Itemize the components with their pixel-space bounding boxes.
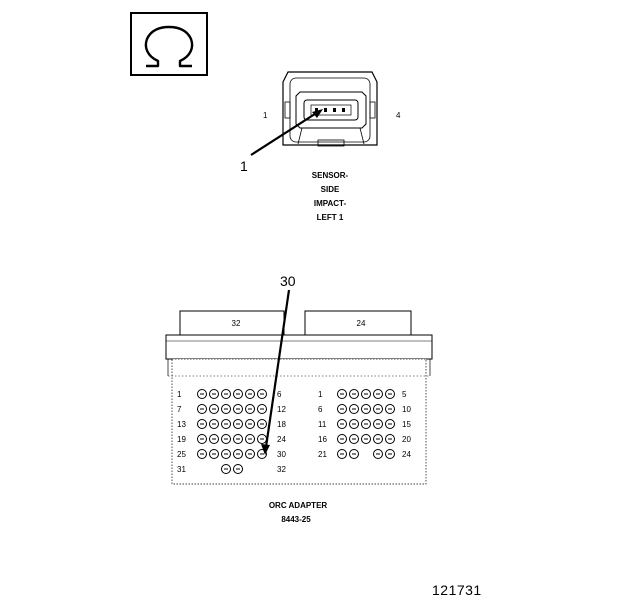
right-row-4-start: 16	[318, 435, 327, 444]
left-row-3-start: 13	[177, 420, 186, 429]
sensor-pin-left-label: 1	[263, 111, 268, 120]
figure-number: 121731	[432, 582, 482, 598]
left-row-1-end: 6	[277, 390, 282, 399]
left-row-4-start: 19	[177, 435, 186, 444]
left-row-5-end: 30	[277, 450, 286, 459]
left-row-1-start: 1	[177, 390, 182, 399]
left-row-5-start: 25	[177, 450, 186, 459]
sensor-caption-line-1: SENSOR-	[312, 171, 349, 180]
right-row-1-start: 1	[318, 390, 323, 399]
ohmmeter-icon	[130, 12, 208, 76]
right-row-2-start: 6	[318, 405, 323, 414]
left-row-2-end: 12	[277, 405, 286, 414]
right-row-3-end: 15	[402, 420, 411, 429]
callout-1-leader	[250, 109, 323, 156]
right-row-5-end: 24	[402, 450, 411, 459]
left-row-6-start: 31	[177, 465, 186, 474]
left-row-6-end: 32	[277, 465, 286, 474]
adapter-tab-right-label: 24	[357, 319, 366, 328]
callout-30: 30	[280, 273, 296, 289]
sensor-connector	[282, 71, 378, 147]
sensor-pin-right-label: 4	[396, 111, 401, 120]
right-row-5-start: 21	[318, 450, 327, 459]
right-row-3-start: 11	[318, 420, 327, 429]
right-row-4-end: 20	[402, 435, 411, 444]
sensor-caption-line-2: SIDE	[321, 185, 340, 194]
left-row-4-end: 24	[277, 435, 286, 444]
left-row-3-end: 18	[277, 420, 286, 429]
callout-1: 1	[240, 158, 248, 174]
sensor-caption-line-3: IMPACT-	[314, 199, 347, 208]
left-row-2-start: 7	[177, 405, 182, 414]
sensor-caption-line-4: LEFT 1	[317, 213, 344, 222]
right-row-1-end: 5	[402, 390, 407, 399]
adapter-tab-left-label: 32	[232, 319, 241, 328]
adapter-cavities	[197, 389, 395, 474]
adapter-caption: ORC ADAPTER	[269, 501, 328, 510]
right-row-2-end: 10	[402, 405, 411, 414]
adapter-part-number: 8443-25	[281, 515, 311, 524]
callout-30-leader	[261, 289, 291, 455]
sensor-pins	[315, 108, 345, 112]
